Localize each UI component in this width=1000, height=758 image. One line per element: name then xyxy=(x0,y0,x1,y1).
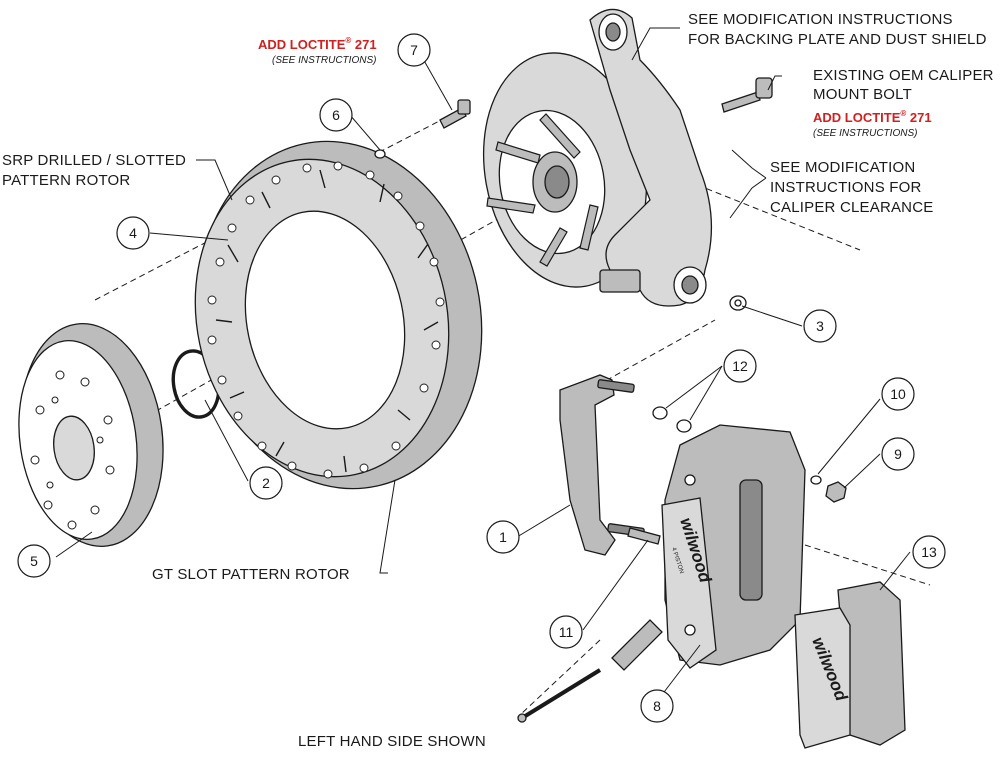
svg-text:12: 12 xyxy=(732,358,748,374)
backing-plate-note-line1: SEE MODIFICATION INSTRUCTIONS xyxy=(688,11,953,28)
callout-4: 4 xyxy=(116,216,150,250)
svg-text:2: 2 xyxy=(262,475,270,491)
caliper: wilwood 4 PISTON xyxy=(661,424,806,669)
svg-text:8: 8 xyxy=(653,698,661,714)
srp-rotor-label-line2: PATTERN ROTOR xyxy=(2,172,130,189)
callout-5: 5 xyxy=(17,544,51,578)
oem-bolt-label-line1: EXISTING OEM CALIPER xyxy=(813,67,994,84)
callout-6: 6 xyxy=(319,98,353,132)
svg-text:3: 3 xyxy=(816,318,824,334)
part-6-washer xyxy=(374,149,386,159)
callout-10: 10 xyxy=(881,377,915,411)
svg-text:13: 13 xyxy=(921,544,937,560)
callout-1: 1 xyxy=(486,520,520,554)
caliper-clearance-line1: SEE MODIFICATION xyxy=(770,159,915,176)
oem-caliper-mount-bolt xyxy=(721,77,773,113)
caliper-clearance-line3: CALIPER CLEARANCE xyxy=(770,199,933,216)
part-8-bridge-bolt xyxy=(517,619,663,723)
part-9-nut xyxy=(825,481,847,503)
rotor-hat xyxy=(18,323,164,547)
callout-8: 8 xyxy=(640,689,674,723)
oem-bolt-label-line2: MOUNT BOLT xyxy=(813,86,912,103)
callout-3: 3 xyxy=(803,309,837,343)
part-11-bolt xyxy=(627,527,661,545)
brake-pads: wilwood xyxy=(794,581,906,749)
footer-note: LEFT HAND SIDE SHOWN xyxy=(298,733,486,750)
svg-text:4: 4 xyxy=(129,225,137,241)
part-12-washers xyxy=(652,406,692,433)
loctite-label-right: ADD LOCTITE® 271 xyxy=(813,109,932,125)
leader-lines xyxy=(55,27,911,701)
svg-text:5: 5 xyxy=(30,553,38,569)
loctite-note-right: (SEE INSTRUCTIONS) xyxy=(813,128,917,139)
callout-2: 2 xyxy=(249,466,283,500)
part-10-washer xyxy=(810,475,822,485)
svg-text:9: 9 xyxy=(894,446,902,462)
loctite-note-top: (SEE INSTRUCTIONS) xyxy=(272,55,376,66)
callout-9: 9 xyxy=(881,437,915,471)
callout-12: 12 xyxy=(723,349,757,383)
svg-text:11: 11 xyxy=(559,624,574,640)
part-7-bolt xyxy=(439,99,471,129)
backing-plate-note-line2: FOR BACKING PLATE AND DUST SHIELD xyxy=(688,31,987,48)
callout-13: 13 xyxy=(912,535,946,569)
callout-7: 7 xyxy=(397,33,431,67)
callout-11: 11 xyxy=(549,615,583,649)
svg-text:1: 1 xyxy=(499,529,507,545)
caliper-mount-bracket xyxy=(559,374,645,556)
srp-rotor-label-line1: SRP DRILLED / SLOTTED xyxy=(2,152,186,169)
gt-rotor-label: GT SLOT PATTERN ROTOR xyxy=(152,566,350,583)
svg-text:10: 10 xyxy=(890,386,906,402)
loctite-label-top: ADD LOCTITE® 271 xyxy=(258,36,377,52)
part-3-washer xyxy=(729,295,747,311)
svg-text:6: 6 xyxy=(332,107,340,123)
svg-text:7: 7 xyxy=(410,42,418,58)
caliper-clearance-line2: INSTRUCTIONS FOR xyxy=(770,179,922,196)
rotor xyxy=(194,140,483,490)
steering-knuckle-hub xyxy=(482,8,713,307)
